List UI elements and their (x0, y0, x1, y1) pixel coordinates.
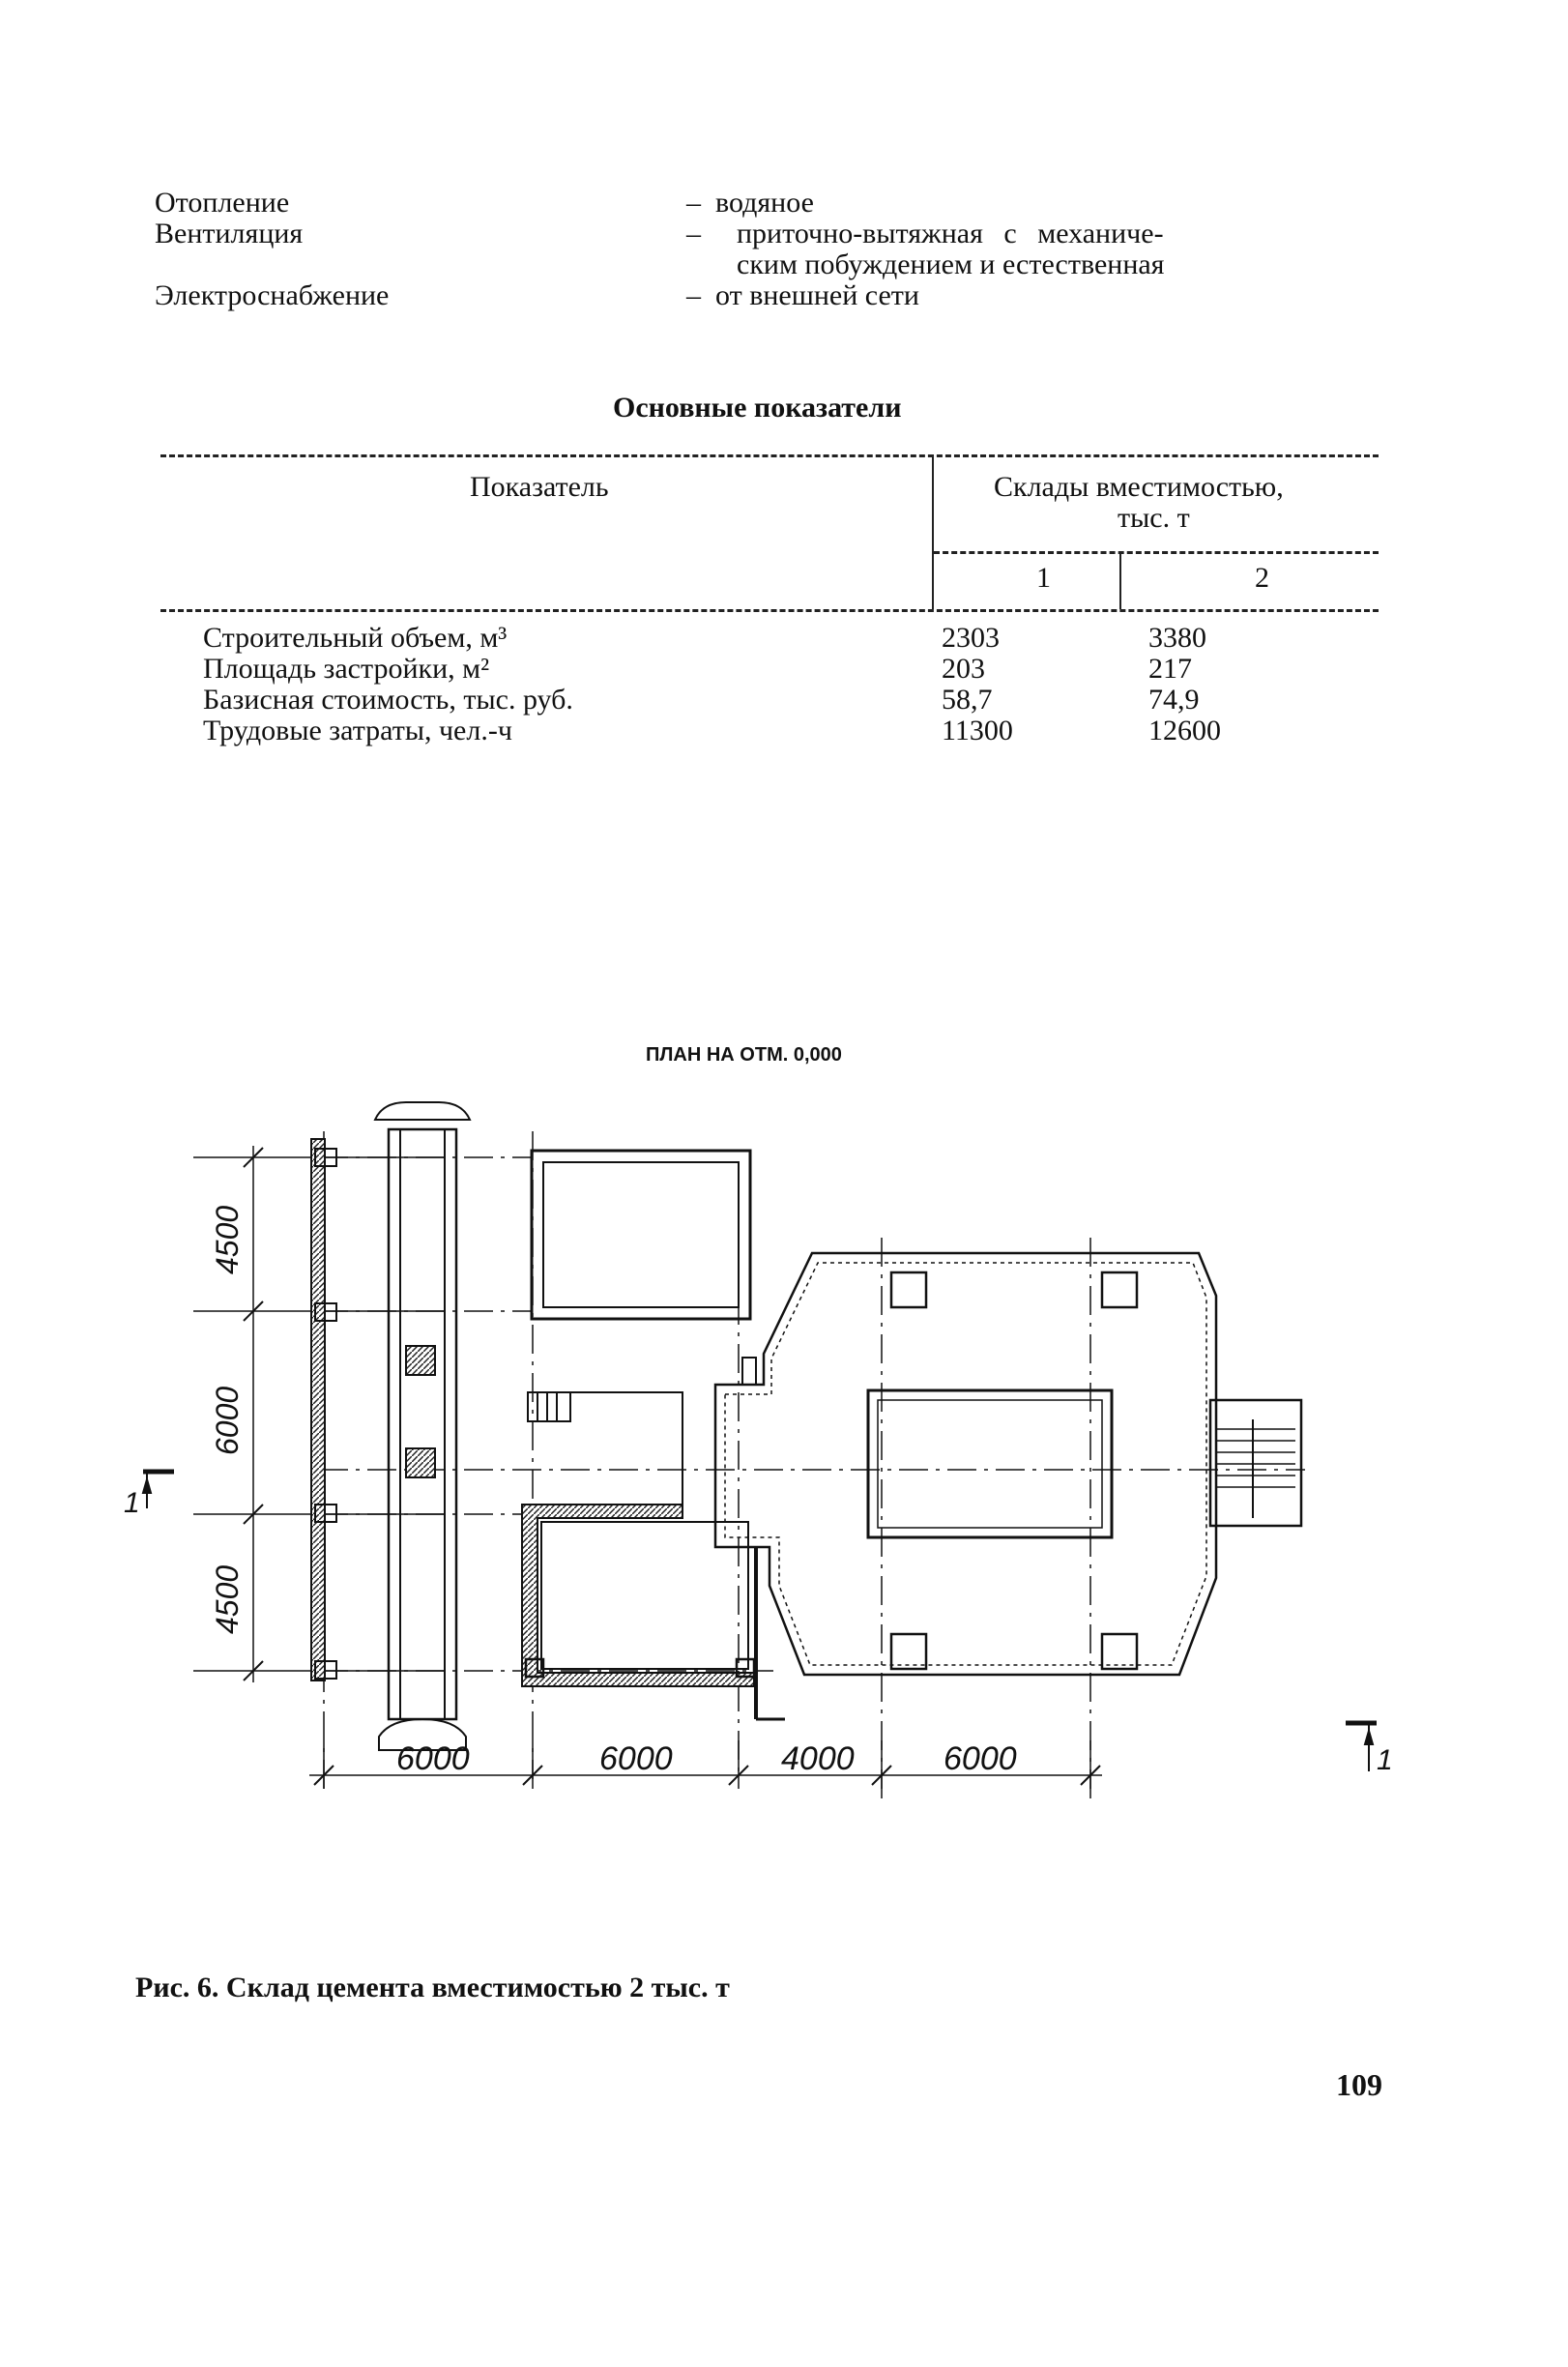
page-number: 109 (1336, 2067, 1382, 2102)
spec-value-power: от внешней сети (715, 279, 919, 311)
row-value-1: 58,7 (942, 684, 993, 716)
spec-label-heating: Отопление (155, 187, 290, 219)
dim-vertical-3: 4500 (210, 1565, 245, 1634)
dim-horizontal-4: 6000 (944, 1740, 1017, 1777)
dim-vertical-2: 6000 (210, 1387, 245, 1455)
row-value-2: 74,9 (1148, 684, 1200, 716)
row-value-2: 12600 (1148, 715, 1221, 746)
header-group-line2: тыс. т (1118, 502, 1190, 534)
row-value-1: 11300 (942, 715, 1013, 746)
row-name: Базисная стоимость, тыс. руб. (203, 684, 573, 716)
table-subcol-divider (1119, 551, 1121, 609)
table-col-divider (932, 454, 934, 609)
figure-caption: Рис. 6. Склад цемента вместимостью 2 тыс… (135, 1972, 730, 2003)
table-top-rule (160, 454, 1379, 457)
row-name: Площадь застройки, м² (203, 653, 490, 685)
dim-horizontal-2: 6000 (599, 1740, 673, 1777)
header-subcol-2: 2 (1255, 562, 1269, 594)
spec-dash: – (686, 218, 701, 249)
header-subcol-1: 1 (1036, 562, 1051, 594)
table-title: Основные показатели (613, 392, 902, 424)
section-mark-label-right: 1 (1377, 1744, 1393, 1776)
spec-label-ventilation: Вентиляция (155, 218, 304, 249)
header-group-line1: Склады вместимостью, (994, 471, 1284, 503)
plan-title: ПЛАН НА ОТМ. 0,000 (646, 1044, 842, 1066)
dim-horizontal-1: 6000 (396, 1740, 470, 1777)
row-name: Трудовые затраты, чел.-ч (203, 715, 512, 746)
spec-value-ventilation: приточно-вытяжная с механиче- (737, 218, 1164, 249)
spec-label-power: Электроснабжение (155, 279, 390, 311)
header-bottom-rule (160, 609, 1379, 612)
row-value-1: 203 (942, 653, 985, 685)
header-indicator: Показатель (470, 471, 609, 503)
spec-value-heating: водяное (715, 187, 814, 219)
spec-dash: – (686, 187, 701, 219)
section-mark-label-left: 1 (124, 1487, 140, 1519)
row-name: Строительный объем, м³ (203, 622, 508, 654)
row-value-2: 3380 (1148, 622, 1206, 654)
spec-value-ventilation-cont: ским побуждением и естественная (737, 248, 1165, 280)
header-sub-rule (934, 551, 1379, 554)
row-value-2: 217 (1148, 653, 1192, 685)
row-value-1: 2303 (942, 622, 1000, 654)
dim-vertical-1: 4500 (210, 1206, 245, 1274)
dim-horizontal-3: 4000 (781, 1740, 855, 1777)
spec-dash: – (686, 279, 701, 311)
